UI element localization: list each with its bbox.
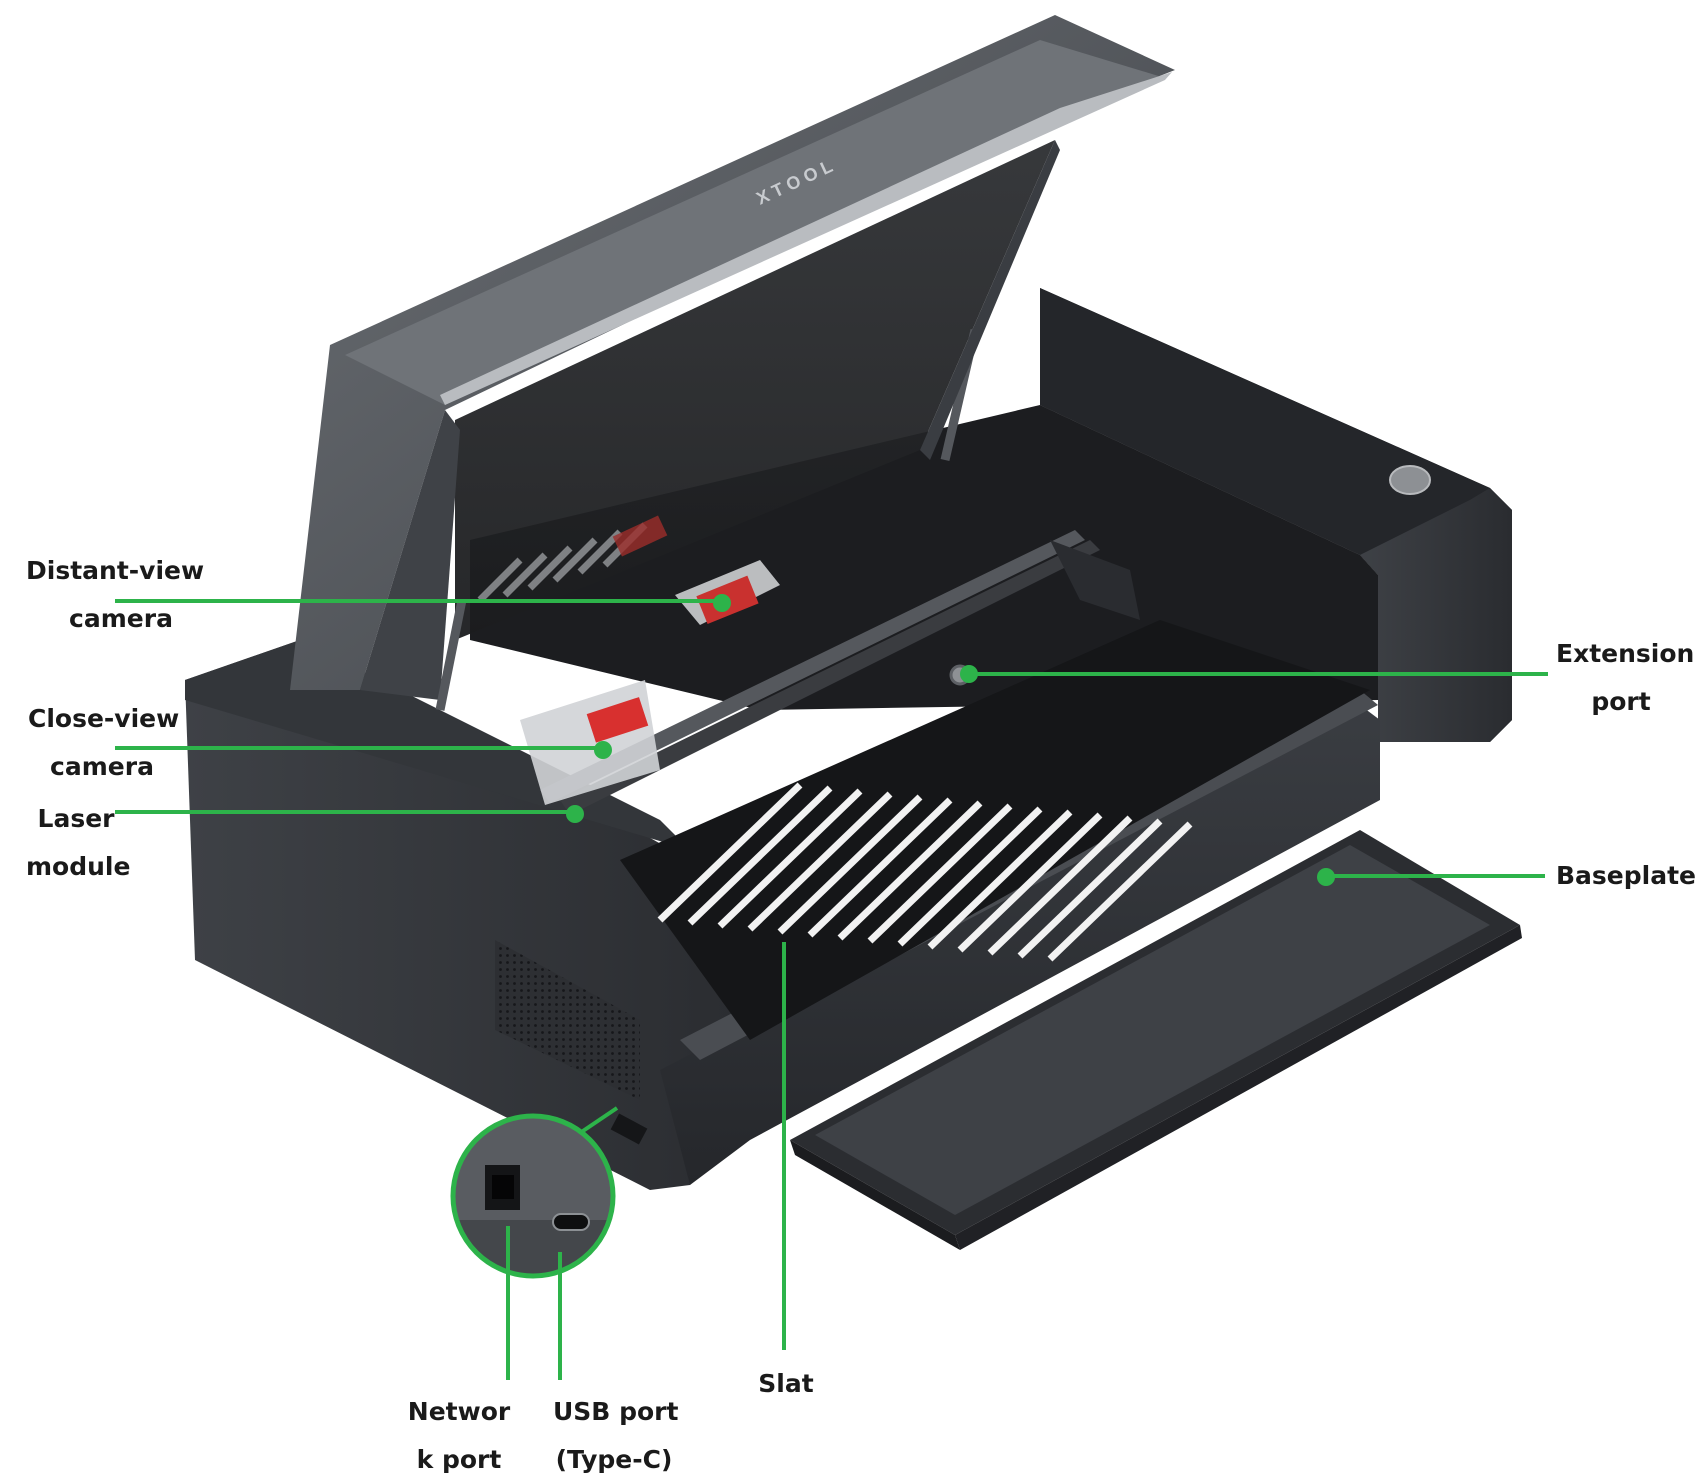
label-close-view-camera: Close-view camera — [28, 695, 180, 791]
lid: XTOOL — [290, 15, 1175, 711]
slat — [657, 782, 803, 923]
dot-laser-module — [566, 805, 584, 823]
label-distant-view-camera-line2: camera — [69, 604, 173, 633]
slat — [777, 794, 923, 935]
callout-dots — [566, 594, 1335, 886]
callout-lines — [115, 599, 1548, 1380]
machine-body — [185, 288, 1512, 1190]
label-distant-view-camera-line1: Distant-view — [26, 556, 205, 585]
slat — [1017, 818, 1163, 959]
slat — [837, 800, 983, 941]
label-slat-line1: Slat — [758, 1369, 814, 1398]
baseplate-drawer — [790, 830, 1522, 1250]
label-distant-view-camera: Distant-view camera — [26, 547, 216, 643]
label-extension-port-line1: Extension — [1556, 639, 1695, 668]
close-view-camera — [520, 680, 660, 805]
slat — [717, 788, 863, 929]
port-magnifier — [450, 1106, 619, 1279]
label-network-port: Networ k port — [404, 1388, 514, 1484]
power-button — [1389, 465, 1431, 495]
usb-c-socket — [552, 1213, 590, 1231]
label-baseplate-line1: Baseplate — [1556, 861, 1697, 890]
slat — [987, 815, 1133, 956]
dot-close-camera — [594, 741, 612, 759]
gantry — [540, 530, 1140, 815]
label-baseplate: Baseplate — [1556, 852, 1696, 900]
slat — [867, 803, 1013, 944]
label-close-view-camera-line1: Close-view — [28, 704, 180, 733]
label-laser-module: Laser module — [26, 795, 131, 891]
label-laser-module-line2: module — [26, 852, 131, 881]
dot-baseplate — [1317, 868, 1335, 886]
slat — [747, 791, 893, 932]
dot-distant-camera — [713, 594, 731, 612]
slat — [1047, 821, 1193, 962]
slat — [687, 785, 833, 926]
label-laser-module-line1: Laser — [37, 804, 115, 833]
slat — [927, 809, 1073, 950]
dot-extension-port — [960, 665, 978, 683]
magnifier-connector — [575, 1106, 619, 1137]
label-usb-port: USB port (Type-C) — [553, 1388, 679, 1484]
slat — [957, 812, 1103, 953]
label-usb-port-line1: USB port — [553, 1397, 679, 1426]
label-extension-port: Extension port — [1556, 630, 1695, 726]
label-slat: Slat — [758, 1360, 814, 1408]
label-network-port-line2: k port — [416, 1445, 502, 1474]
label-extension-port-line2: port — [1591, 687, 1651, 716]
label-network-port-line1: Networ — [407, 1397, 511, 1426]
slat-bed — [657, 782, 1193, 962]
label-usb-port-line2: (Type-C) — [555, 1445, 673, 1474]
slat — [897, 806, 1043, 947]
network-port-socket — [492, 1175, 514, 1199]
label-close-view-camera-line2: camera — [50, 752, 154, 781]
slat — [807, 797, 953, 938]
rear-port-cluster — [610, 1113, 648, 1145]
